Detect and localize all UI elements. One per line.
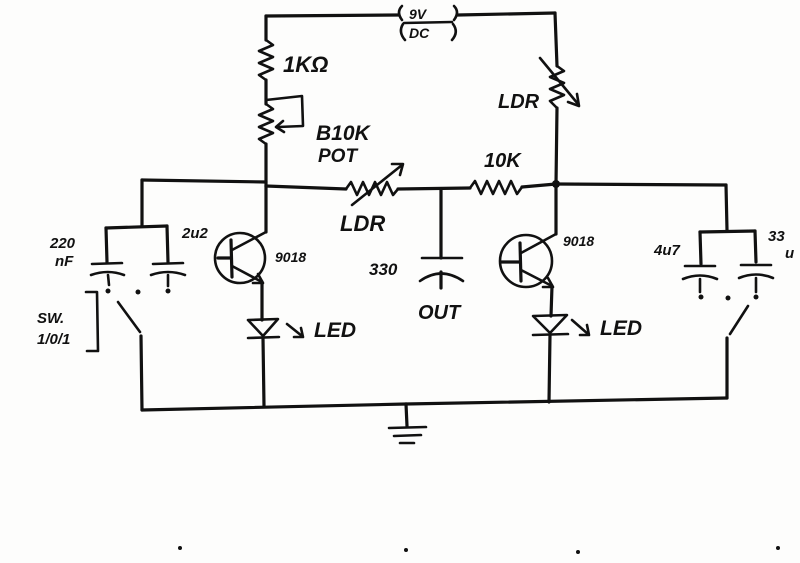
scan-specks xyxy=(178,546,780,554)
transistor-left-label: 9018 xyxy=(275,249,306,265)
switch-label-line1: SW. xyxy=(37,310,64,327)
capacitor-33u xyxy=(737,263,775,294)
potentiometer-b10k xyxy=(257,78,305,188)
transistor-right-9018 xyxy=(498,182,558,318)
right-upper-bus xyxy=(554,182,758,266)
left-upper-bus xyxy=(104,178,268,264)
resistor-10k xyxy=(468,179,558,196)
top-supply-rail xyxy=(264,11,559,68)
capacitor-4u7 xyxy=(681,264,719,294)
ldr-middle-label: LDR xyxy=(340,211,385,236)
middle-left-wire xyxy=(264,184,348,191)
capacitor-220-unit-label: nF xyxy=(55,253,74,270)
capacitor-33-unit-label: u xyxy=(785,245,794,262)
supply-voltage-label: 9V xyxy=(409,6,428,22)
transistor-right-label: 9018 xyxy=(563,233,594,249)
supply-type-label: DC xyxy=(409,25,430,41)
resistor-1k-label: 1KΩ xyxy=(283,52,328,77)
capacitor-220nf xyxy=(89,261,126,287)
transistor-left-9018 xyxy=(213,184,268,322)
capacitor-330-label: 330 xyxy=(369,260,398,279)
led-left-label: LED xyxy=(314,319,356,342)
led-right xyxy=(531,313,591,404)
pot-value-label: B10K xyxy=(316,122,372,145)
resistor-1k xyxy=(257,38,275,82)
selector-switch-right xyxy=(698,294,759,400)
battery-9v-dc-symbol xyxy=(397,4,459,42)
capacitor-2u2 xyxy=(149,261,187,288)
capacitor-33-label: 33 xyxy=(768,228,785,245)
ldr-middle xyxy=(344,162,472,207)
ground-rail xyxy=(140,396,729,412)
resistor-10k-label: 10K xyxy=(484,150,522,172)
selector-switch-left xyxy=(84,288,171,412)
pot-type-label: POT xyxy=(318,146,358,167)
capacitor-220-label: 220 xyxy=(49,235,76,252)
capacitor-330 xyxy=(418,187,465,290)
ldr-right-label: LDR xyxy=(498,91,540,113)
ground-symbol xyxy=(387,402,428,445)
led-right-label: LED xyxy=(600,317,642,340)
led-left xyxy=(246,317,305,408)
output-label: OUT xyxy=(418,302,462,324)
capacitor-4u7-label: 4u7 xyxy=(653,242,681,259)
ldr-right xyxy=(538,56,581,186)
switch-label-line2: 1/0/1 xyxy=(37,331,70,348)
capacitor-2u2-label: 2u2 xyxy=(181,225,209,242)
